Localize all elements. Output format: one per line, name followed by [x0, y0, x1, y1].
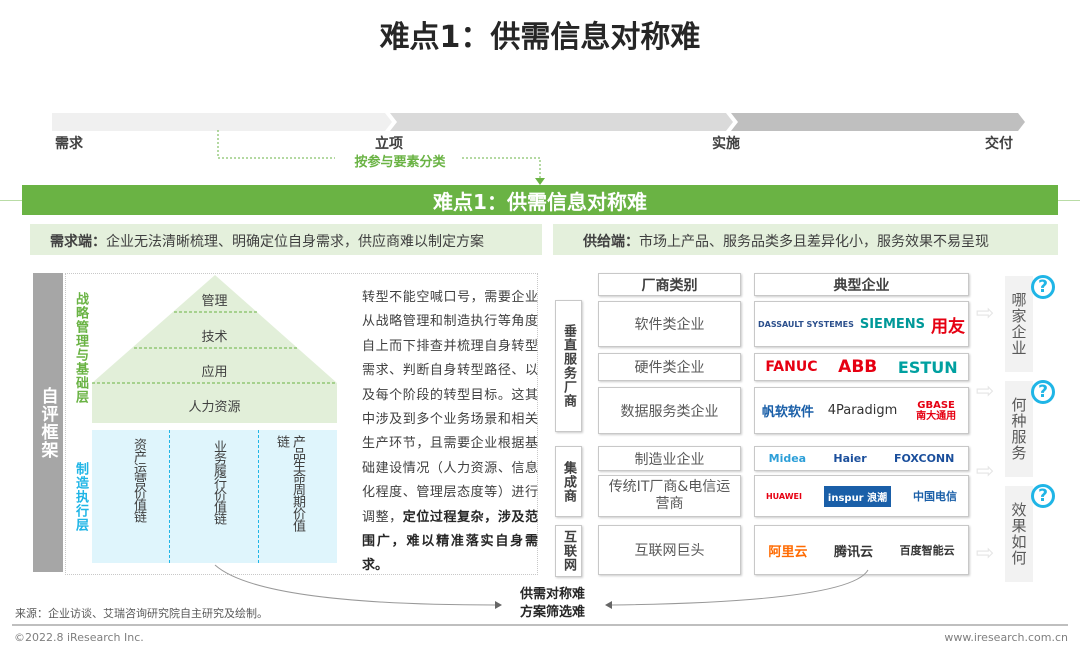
logo-haier: Haier [833, 452, 867, 465]
logos-hardware: FANUC ABB ESTUN [754, 353, 969, 381]
paragraph-bold: 定位过程复杂，涉及范围广，难以精准落实自身需求。 [362, 509, 538, 574]
category-data: 数据服务类企业 [598, 387, 741, 434]
question-mark-icon: ? [1031, 484, 1055, 508]
logo-china-telecom: 中国电信 [913, 490, 958, 503]
classify-label: 按参与要素分类 [354, 155, 446, 170]
outcome-label: 供需对称难方案筛选难 [505, 586, 600, 622]
logo-siemens: SIEMENS [859, 316, 925, 332]
header-category: 厂商类别 [598, 273, 741, 296]
outcome-line-2: 方案筛选难 [519, 605, 585, 620]
logo-estun: ESTUN [897, 357, 958, 377]
question-effect: 效果如何 [1005, 486, 1033, 582]
stage-project: 立项 [375, 136, 403, 152]
chain-product: 产品生命周期价值链 [274, 435, 305, 531]
logo-tencent-cloud: 腾讯云 [834, 544, 874, 560]
logo-aliyun: 阿里云 [768, 544, 808, 560]
left-panel [65, 273, 538, 575]
group-integrator: 集成商 [555, 446, 582, 517]
stage-progress-bar [52, 113, 1025, 131]
outcome-arrows [214, 564, 869, 609]
demand-label: 需求端： [50, 234, 106, 250]
pyramid-application: 应用 [201, 365, 228, 380]
logos-software: DASSAULT SYSTEMES SIEMENS 用友 [754, 301, 969, 347]
logo-huawei: HUAWEI [765, 491, 802, 501]
category-internet: 互联网巨头 [598, 525, 741, 575]
strategy-layer-label: 战略管理与基础层 [73, 292, 88, 404]
category-software: 软件类企业 [598, 301, 741, 347]
logo-gbase: GBASE 南大通用 [916, 399, 957, 422]
arrow-right-icon: ⇨ [975, 540, 995, 566]
stage-demand: 需求 [55, 136, 83, 152]
group-internet: 互联网 [555, 525, 582, 577]
chain-asset: 资产运营价值链 [131, 438, 146, 522]
logo-yonyou: 用友 [930, 316, 965, 337]
pyramid [92, 275, 337, 423]
category-it-telecom: 传统IT厂商&电信运营商 [598, 475, 741, 517]
logo-foxconn: FOXCONN [893, 452, 955, 465]
execution-layer-label: 制造执行层 [73, 462, 88, 532]
question-which-service: 何种服务 [1005, 381, 1033, 477]
chain-business: 业务履行价值链 [211, 440, 226, 524]
logo-midea: Midea [768, 452, 807, 465]
source-note: 来源：企业访谈、艾瑞咨询研究院自主研究及绘制。 [15, 607, 268, 620]
classify-connector [217, 130, 545, 185]
copyright: ©2022.8 iResearch Inc. [14, 631, 144, 644]
banner: 难点1：供需信息对称难 [22, 185, 1058, 215]
self-eval-frame-label: 自评框架 [33, 273, 63, 572]
outcome-line-1: 供需对称难 [519, 587, 585, 602]
execution-box: 资产运营价值链 业务履行价值链 产品生命周期价值链 [92, 430, 337, 563]
supply-box: 供给端：市场上产品、服务品类多且差异化小，服务效果不易呈现 [553, 224, 1058, 255]
logos-it-telecom: HUAWEI inspur 浪潮 中国电信 [754, 475, 969, 517]
question-mark-icon: ? [1031, 275, 1055, 299]
question-which-company: 哪家企业 [1005, 276, 1033, 372]
paragraph-text: 转型不能空喊口号，需要企业从战略管理和制造执行等角度自上而下排查并梳理自身转型需… [362, 290, 538, 525]
logo-dassault: DASSAULT SYSTEMES [757, 319, 854, 329]
logo-baidu-cloud: 百度智能云 [899, 544, 955, 557]
stage-deliver: 交付 [985, 136, 1013, 152]
footer-divider [12, 624, 1068, 626]
logos-internet: 阿里云 腾讯云 百度智能云 [754, 525, 969, 575]
header-companies: 典型企业 [754, 273, 969, 296]
logo-fanuc: FANUC [765, 359, 818, 375]
group-vertical: 垂直服务厂商 [555, 300, 582, 432]
demand-text: 企业无法清晰梳理、明确定位自身需求，供应商难以制定方案 [106, 234, 484, 250]
arrow-right-icon: ⇨ [975, 378, 995, 404]
category-manufacturing: 制造业企业 [598, 446, 741, 471]
pyramid-technology: 技术 [201, 330, 228, 345]
logo-4paradigm: 4Paradigm [827, 403, 898, 418]
arrow-right-icon: ⇨ [975, 458, 995, 484]
question-mark-icon: ? [1031, 380, 1055, 404]
demand-paragraph: 转型不能空喊口号，需要企业从战略管理和制造执行等角度自上而下排查并梳理自身转型需… [362, 286, 538, 579]
page-title: 难点1：供需信息对称难 [379, 20, 701, 55]
pyramid-management: 管理 [201, 294, 228, 309]
demand-box: 需求端：企业无法清晰梳理、明确定位自身需求，供应商难以制定方案 [30, 224, 542, 255]
logo-abb: ABB [838, 357, 878, 377]
category-hardware: 硬件类企业 [598, 353, 741, 381]
supply-label: 供给端： [583, 234, 639, 250]
logo-inspur: inspur 浪潮 [823, 485, 892, 507]
pyramid-hr: 人力资源 [188, 400, 241, 415]
website-link[interactable]: www.iresearch.com.cn [944, 631, 1068, 644]
supply-text: 市场上产品、服务品类多且差异化小，服务效果不易呈现 [639, 234, 989, 250]
logos-data: 帆软软件 4Paradigm GBASE 南大通用 [754, 387, 969, 434]
arrow-right-icon: ⇨ [975, 300, 995, 326]
logos-manufacturing: Midea Haier FOXCONN [754, 446, 969, 471]
stage-implement: 实施 [712, 136, 740, 152]
logo-fanruan: 帆软软件 [761, 405, 814, 420]
